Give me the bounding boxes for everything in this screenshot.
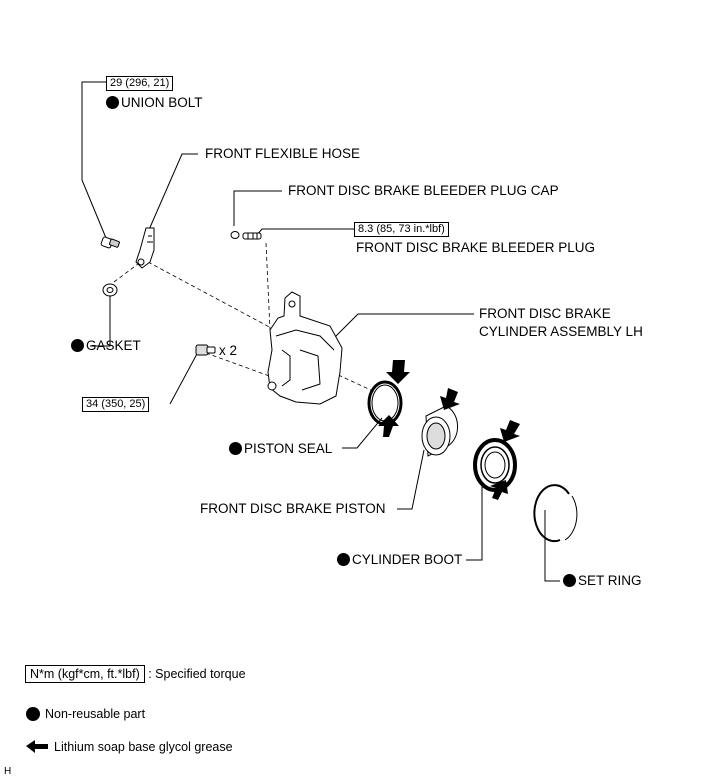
- non-reusable-dot-icon: [337, 553, 350, 566]
- flexible-hose-part: [135, 227, 155, 269]
- piston-seal-part: [367, 380, 403, 426]
- caliper-bolt-leader: [169, 351, 199, 405]
- legend-torque-box: N*m (kgf*cm, ft.*lbf): [25, 665, 145, 683]
- piston-leader: [397, 449, 425, 510]
- bleeder-parts: [230, 231, 262, 240]
- union-bolt-torque: 29 (296, 21): [106, 76, 174, 91]
- grease-arrow-seal-top: [386, 360, 410, 384]
- set-ring-leader: [544, 510, 560, 582]
- cylinder-assembly-label-line1: FRONT DISC BRAKE: [479, 306, 611, 321]
- grease-arrow-seal-bottom: [378, 415, 399, 437]
- legend-glyphs: [26, 707, 48, 753]
- legend-arrow-icon: [26, 740, 48, 753]
- front-flexible-hose-label: FRONT FLEXIBLE HOSE: [205, 146, 361, 161]
- piston-label: FRONT DISC BRAKE PISTON: [200, 501, 386, 516]
- assembly-line-bolt: [205, 352, 276, 379]
- caliper-body: [267, 291, 343, 405]
- legend-non-reusable: Non-reusable part: [45, 707, 146, 721]
- assembly-line-bleeder: [265, 242, 271, 331]
- bleeder-plug-leader: [255, 228, 355, 237]
- cylinder-boot-leader: [466, 486, 483, 561]
- union-bolt-part: [100, 236, 120, 249]
- piston-seal-leader: [342, 417, 383, 449]
- bleeder-plug-torque: 8.3 (85, 73 in.*lbf): [354, 222, 449, 237]
- assembly-line-hose: [147, 261, 276, 331]
- bleeder-cap-leader: [233, 190, 282, 226]
- non-reusable-dot-icon: [106, 96, 119, 109]
- set-ring-part: [533, 484, 578, 543]
- non-reusable-dot-icon: [229, 442, 242, 455]
- bolt-quantity-label: x 2: [219, 343, 238, 358]
- flexible-hose-leader: [147, 153, 198, 233]
- bleeder-plug-cap-label: FRONT DISC BRAKE BLEEDER PLUG CAP: [288, 183, 559, 198]
- cylinder-assembly-leader: [333, 313, 474, 339]
- grease-arrows: [378, 360, 520, 500]
- bleeder-plug-label: FRONT DISC BRAKE BLEEDER PLUG: [356, 240, 596, 255]
- gasket-part: [102, 283, 118, 297]
- union-bolt-label: UNION BOLT: [106, 95, 203, 111]
- cylinder-boot-label: CYLINDER BOOT: [337, 552, 462, 568]
- caliper-bolt-torque: 34 (350, 25): [82, 397, 150, 412]
- cylinder-assembly-label-line2: CYLINDER ASSEMBLY LH: [479, 324, 643, 339]
- grease-arrow-boot-bottom: [490, 480, 508, 500]
- non-reusable-dot-icon: [563, 574, 576, 587]
- grease-arrow-boot-top: [500, 420, 520, 442]
- set-ring-label: SET RING: [563, 573, 642, 589]
- grease-arrow-piston: [440, 388, 460, 410]
- union-bolt-leader: [81, 81, 108, 239]
- gasket-leader: [90, 296, 111, 347]
- legend-grease: Lithium soap base glycol grease: [54, 740, 233, 754]
- piston-part: [421, 405, 459, 457]
- legend-torque-desc: : Specified torque: [148, 667, 246, 681]
- caliper-bolt-part: [195, 344, 216, 356]
- piston-seal-label: PISTON SEAL: [229, 441, 332, 457]
- corner-mark: H: [4, 766, 12, 777]
- gasket-label: GASKET: [71, 338, 141, 354]
- cylinder-boot-part: [473, 438, 517, 492]
- legend-dot-icon: [26, 707, 40, 721]
- legend-torque: N*m (kgf*cm, ft.*lbf) : Specified torque: [25, 665, 246, 683]
- non-reusable-dot-icon: [71, 339, 84, 352]
